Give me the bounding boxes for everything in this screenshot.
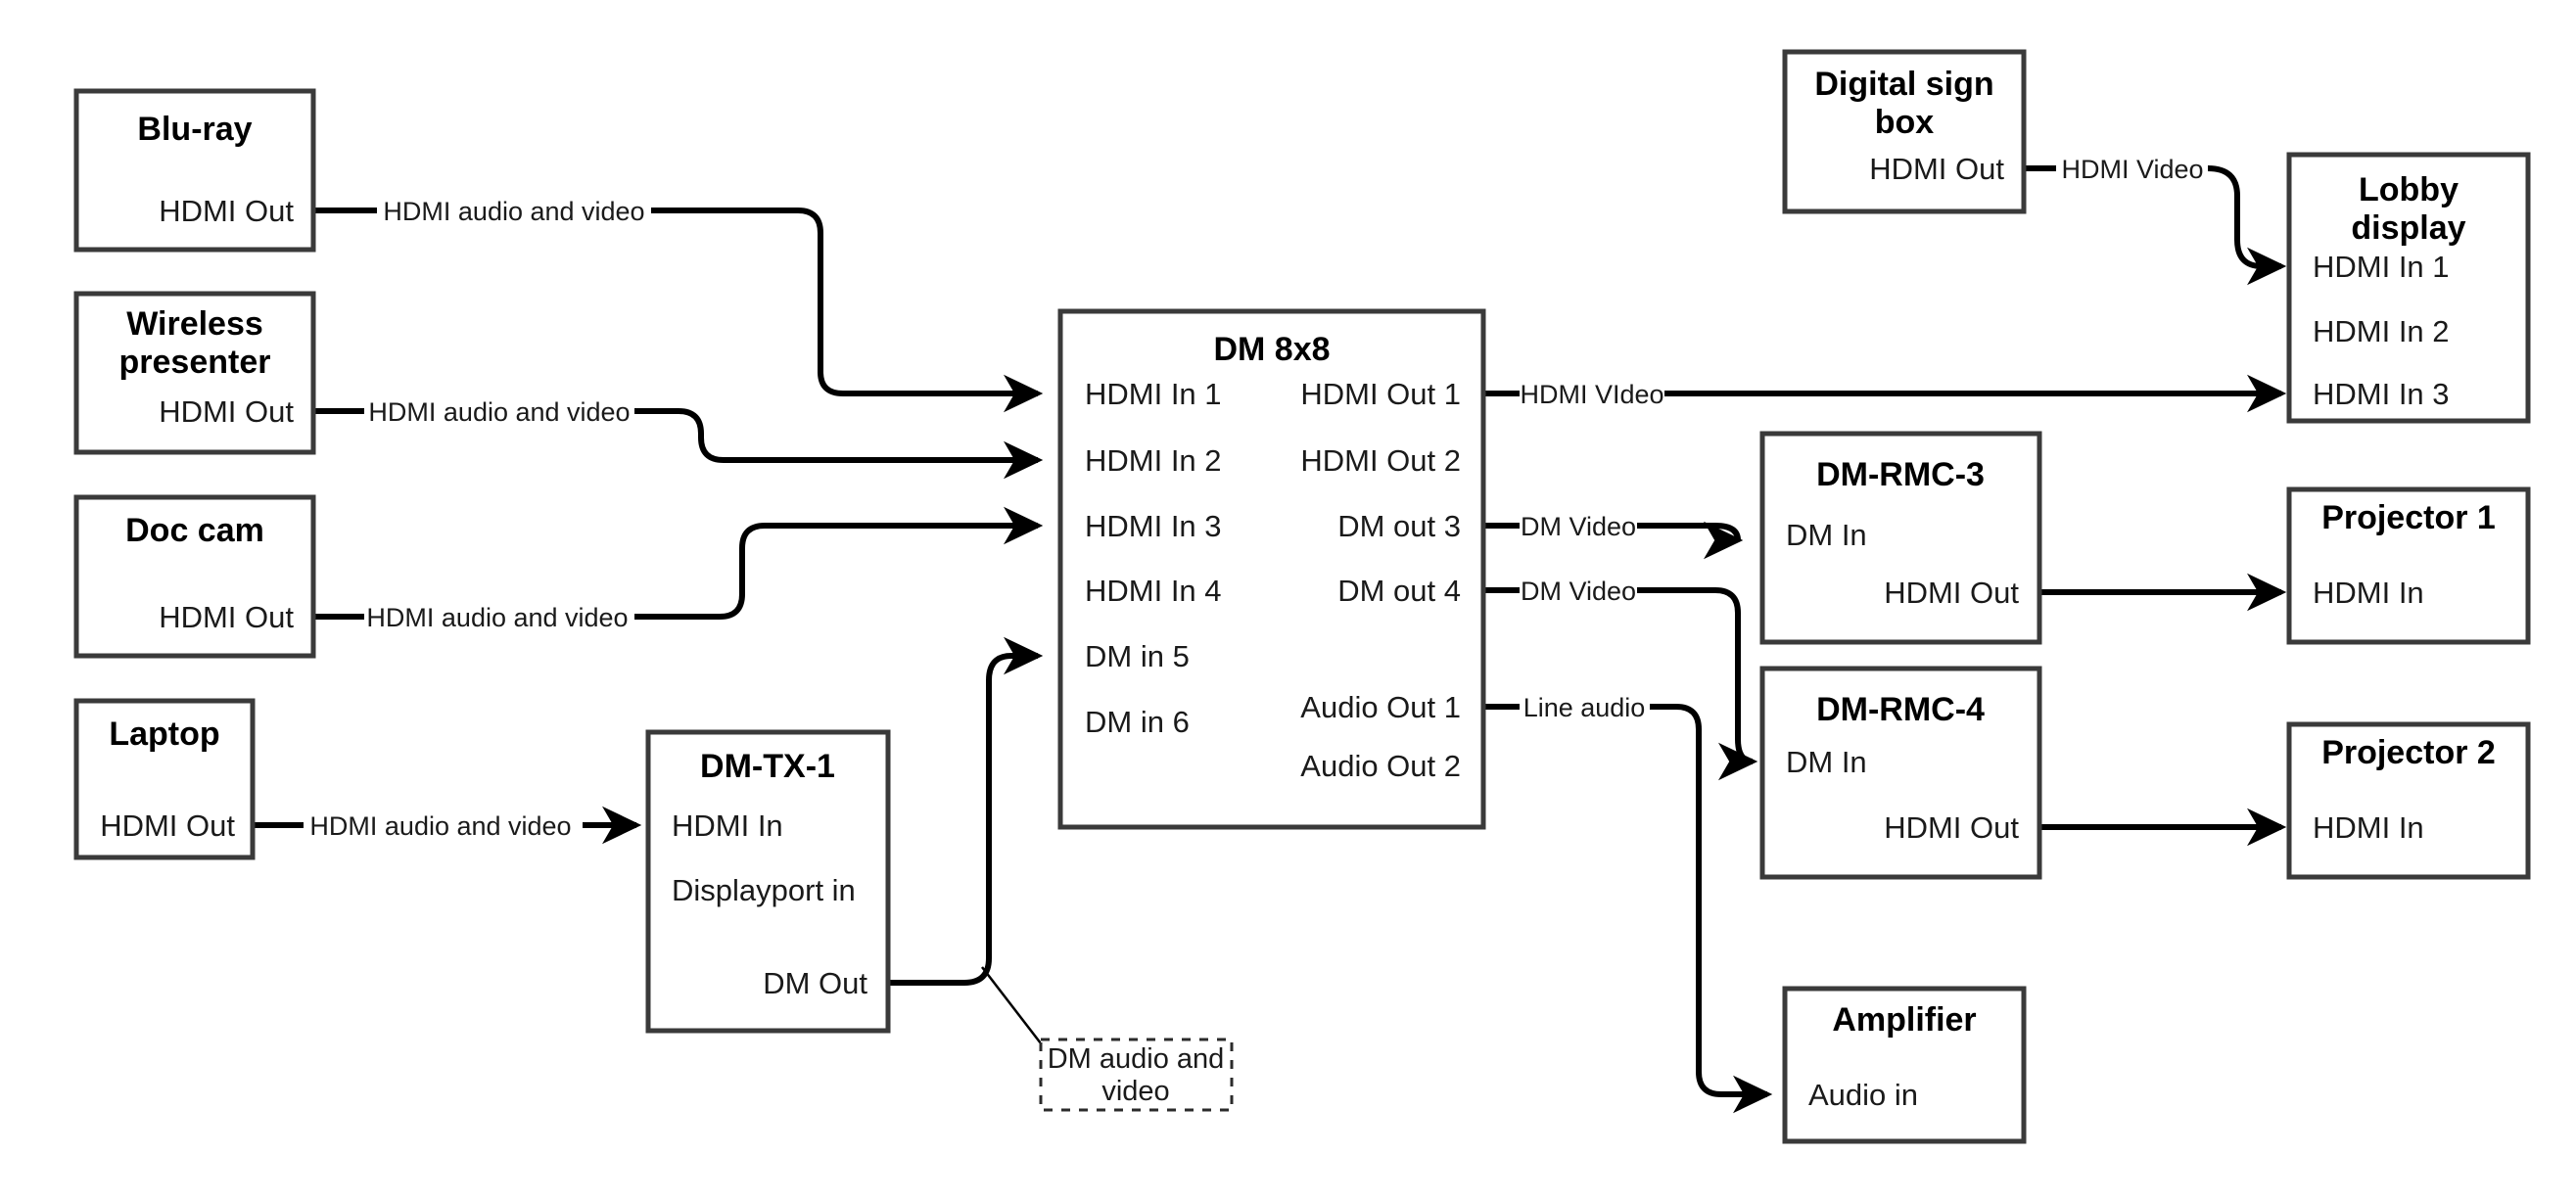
lobby-display-input-hdmi-in-1: HDMI In 1 (2313, 250, 2450, 284)
node-dm-rmc-4[interactable]: DM-RMC-4 DM In HDMI Out (1759, 666, 2042, 880)
dm-8x8-output-dm-out-3: DM out 3 (1337, 509, 1461, 543)
laptop-title: Laptop (109, 716, 219, 753)
lobby-display-title-line2: display (2351, 209, 2465, 247)
dm-8x8-output-hdmi-out-2: HDMI Out 2 (1300, 443, 1461, 478)
projector-1-title: Projector 1 (2321, 499, 2496, 536)
dm-tx-1-title: DM-TX-1 (700, 748, 835, 785)
digital-sign-title-line2: box (1875, 104, 1935, 141)
dm-tx-1-port-hdmi-in: HDMI In (672, 808, 783, 843)
node-amplifier[interactable]: Amplifier Audio in (1782, 986, 2027, 1144)
dm-rmc-4-port-dm-in: DM In (1786, 745, 1867, 779)
dm-8x8-output-hdmi-out-1: HDMI Out 1 (1300, 377, 1461, 411)
dm-tx-1-port-displayport-in: Displayport in (672, 873, 856, 907)
edge-label-wireless: HDMI audio and video (368, 397, 630, 427)
dm-tx-1-port-dm-out: DM Out (763, 966, 867, 1000)
edge-label-dm-video-out3: DM Video (1521, 512, 1636, 541)
projector-1-port-hdmi-in: HDMI In (2313, 576, 2424, 610)
node-doccam[interactable]: Doc cam HDMI Out (73, 494, 316, 659)
projector-2-title: Projector 2 (2321, 734, 2496, 771)
doccam-port-hdmi-out: HDMI Out (159, 600, 294, 634)
node-wireless-presenter[interactable]: Wireless presenter HDMI Out (73, 291, 316, 455)
callout-line2: video (1101, 1076, 1169, 1107)
dm-8x8-title: DM 8x8 (1213, 331, 1330, 368)
node-lobby-display[interactable]: Lobby display HDMI In 1 HDMI In 2 HDMI I… (2286, 152, 2531, 424)
wireless-presenter-port-hdmi-out: HDMI Out (159, 394, 294, 429)
callout-box (1039, 1038, 1234, 1112)
link-doccam-to-dm8x8: HDMI audio and video (313, 506, 1044, 632)
dm-tx-1-box[interactable] (645, 729, 891, 1034)
edge-label-doccam: HDMI audio and video (366, 603, 628, 632)
dm-8x8-output-dm-out-4: DM out 4 (1337, 574, 1461, 608)
edge-label-dm-video-out4: DM Video (1521, 577, 1636, 606)
callout-line1: DM audio and (1048, 1043, 1225, 1075)
link-wireless-to-dm8x8: HDMI audio and video (313, 397, 1044, 480)
dm-8x8-input-hdmi-in-4: HDMI In 4 (1085, 574, 1222, 608)
dm-rmc-3-port-hdmi-out: HDMI Out (1884, 576, 2019, 610)
dm-8x8-input-hdmi-in-1: HDMI In 1 (1085, 377, 1222, 411)
node-dm-rmc-3[interactable]: DM-RMC-3 DM In HDMI Out (1759, 431, 2042, 645)
dm-rmc-3-title: DM-RMC-3 (1816, 456, 1985, 493)
link-dm8x8-out4-to-rmc4: DM Video (1483, 577, 1758, 781)
dm-8x8-output-audio-out-2: Audio Out 2 (1300, 749, 1461, 783)
digital-sign-port-hdmi-out: HDMI Out (1869, 152, 2004, 186)
dm-rmc-4-port-hdmi-out: HDMI Out (1884, 810, 2019, 845)
laptop-port-hdmi-out: HDMI Out (100, 808, 235, 843)
projector-2-port-hdmi-in: HDMI In (2313, 810, 2424, 845)
node-projector-1[interactable]: Projector 1 HDMI In (2286, 486, 2531, 645)
node-digital-sign-box[interactable]: Digital sign box HDMI Out (1782, 49, 2027, 214)
link-laptop-to-dmtx1: HDMI audio and video (252, 806, 642, 845)
dm-8x8-input-dm-in-6: DM in 6 (1085, 705, 1190, 739)
doccam-title: Doc cam (125, 512, 264, 549)
link-dm8x8-out3-to-rmc3: DM Video (1483, 505, 1757, 546)
link-sign-to-lobby: HDMI Video (2024, 155, 2287, 286)
digital-sign-box[interactable] (1782, 49, 2027, 214)
node-dm-8x8[interactable]: DM 8x8 HDMI In 1 HDMI In 2 HDMI In 3 HDM… (1057, 308, 1486, 830)
edge-label-laptop: HDMI audio and video (309, 811, 571, 841)
wireless-presenter-title-line1: Wireless (126, 305, 263, 343)
dm-rmc-3-port-dm-in: DM In (1786, 518, 1867, 552)
bluray-title: Blu-ray (137, 111, 252, 148)
callout-dm-audio-and-video: DM audio and video (1039, 1038, 1234, 1112)
dm-rmc-4-title: DM-RMC-4 (1816, 691, 1985, 728)
dm-8x8-output-audio-out-1: Audio Out 1 (1300, 690, 1461, 724)
lobby-display-box[interactable] (2286, 152, 2531, 424)
laptop-box[interactable] (73, 698, 256, 860)
link-dm8x8-out1-to-lobby: HDMI VIdeo (1483, 374, 2287, 413)
lobby-display-title-line1: Lobby (2359, 171, 2459, 208)
doccam-box[interactable] (73, 494, 316, 659)
dm-8x8-box[interactable] (1057, 308, 1486, 830)
amplifier-box[interactable] (1782, 986, 2027, 1144)
bluray-port-hdmi-out: HDMI Out (159, 194, 294, 228)
amplifier-port-audio-in: Audio in (1808, 1078, 1918, 1112)
edge-label-hdmi-video-out1: HDMI VIdeo (1520, 380, 1663, 409)
link-bluray-to-dm8x8: HDMI audio and video (313, 197, 1044, 413)
link-dmtx1-to-dm8x8 (886, 636, 1044, 986)
link-dm8x8-audio1-to-amp: Line audio (1483, 693, 1773, 1114)
wireless-presenter-title-line2: presenter (119, 344, 271, 381)
dm-8x8-input-hdmi-in-2: HDMI In 2 (1085, 443, 1222, 478)
node-projector-2[interactable]: Projector 2 HDMI In (2286, 721, 2531, 880)
projector-2-box[interactable] (2286, 721, 2531, 880)
dm-rmc-4-box[interactable] (1759, 666, 2042, 880)
dm-8x8-input-dm-in-5: DM in 5 (1085, 639, 1190, 673)
digital-sign-title-line1: Digital sign (1814, 66, 1993, 103)
bluray-box[interactable] (73, 88, 316, 253)
callout-leader (981, 966, 1042, 1044)
lobby-display-input-hdmi-in-3: HDMI In 3 (2313, 377, 2450, 411)
node-laptop[interactable]: Laptop HDMI Out (73, 698, 256, 860)
dm-rmc-3-box[interactable] (1759, 431, 2042, 645)
edge-label-sign-hdmi-video: HDMI Video (2061, 155, 2203, 184)
amplifier-title: Amplifier (1832, 1001, 1976, 1039)
node-bluray[interactable]: Blu-ray HDMI Out (73, 88, 316, 253)
dm-8x8-input-hdmi-in-3: HDMI In 3 (1085, 509, 1222, 543)
edge-label-line-audio: Line audio (1523, 693, 1646, 722)
node-dm-tx-1[interactable]: DM-TX-1 HDMI In Displayport in DM Out (645, 729, 891, 1034)
projector-1-box[interactable] (2286, 486, 2531, 645)
edge-label-bluray: HDMI audio and video (383, 197, 644, 226)
lobby-display-input-hdmi-in-2: HDMI In 2 (2313, 314, 2450, 348)
wireless-presenter-box[interactable] (73, 291, 316, 455)
